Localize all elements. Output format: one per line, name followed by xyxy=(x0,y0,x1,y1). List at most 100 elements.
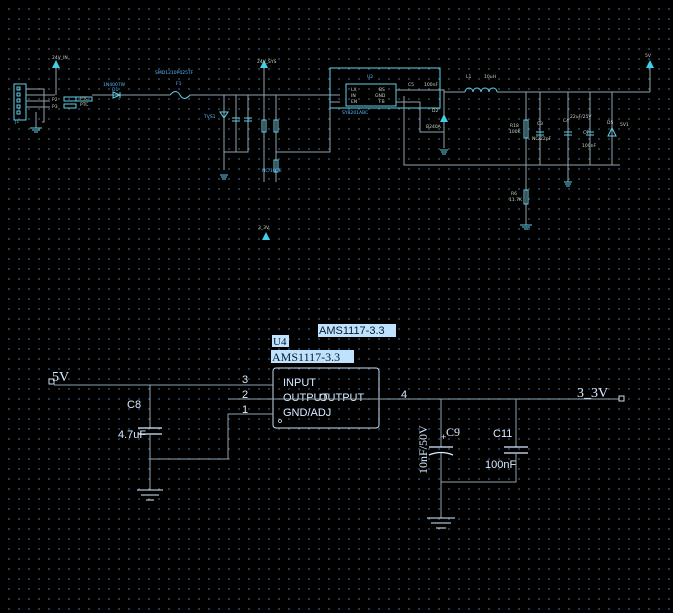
r6-ground xyxy=(520,224,532,230)
u2-pin-fb: FB xyxy=(379,99,385,105)
cap-b[interactable] xyxy=(244,117,252,122)
nc-label: NC/100K xyxy=(262,168,283,174)
power-flag-24v-in xyxy=(52,60,60,68)
u4-pin-output-overlap: OUTPUT xyxy=(319,392,365,404)
d5-zener[interactable] xyxy=(607,126,617,137)
u2-frame xyxy=(329,67,441,109)
j1-pin-1 xyxy=(16,86,21,91)
j1-pin-4 xyxy=(16,104,21,109)
wire-cap-b xyxy=(236,95,249,153)
j1-pin-5 xyxy=(16,110,21,115)
r18-label: R18 xyxy=(510,123,519,129)
net-24v-sys-label: 24V_SYS xyxy=(257,59,277,65)
u2-label: U2 xyxy=(367,74,373,80)
f1-label: F1 xyxy=(176,81,182,87)
c5-val: 100nF xyxy=(424,82,438,88)
u2-pin-en: EN xyxy=(351,99,357,105)
r18-resistor[interactable] xyxy=(523,119,529,139)
c4-cap[interactable] xyxy=(564,131,572,136)
u2-chip[interactable] xyxy=(345,83,397,107)
d2-ground xyxy=(440,149,448,155)
ptc-p2[interactable] xyxy=(63,96,77,102)
u4-body[interactable] xyxy=(272,367,380,429)
c8-ground-icon xyxy=(137,489,163,501)
wire-u2-gnd xyxy=(403,96,620,166)
u2-pin-lx: LX xyxy=(351,87,357,93)
u4-ref-bg xyxy=(272,335,289,347)
p2-label: P2 xyxy=(52,97,58,103)
ptc-p1[interactable] xyxy=(75,96,93,102)
d2-label: D2 xyxy=(432,108,438,114)
c11-val: 100nF xyxy=(485,459,516,471)
d5-val: 5V1 xyxy=(620,122,629,128)
wire-en xyxy=(276,101,340,153)
d1-part: 1N4007W xyxy=(103,82,126,88)
r-divider-top[interactable] xyxy=(261,119,267,133)
net-5v-label-top: 5V xyxy=(645,53,652,59)
net-3v3-label-top: 3_3V xyxy=(258,225,270,231)
c8-val: 4.7uF xyxy=(118,429,146,441)
wire-cap-a xyxy=(224,95,237,153)
net-port-3v3[interactable] xyxy=(618,395,625,402)
ldo-schematic: AMS1117-3.3 U4 AMS1117-3.3 INPUT OUTPUT … xyxy=(48,324,625,529)
c7-val: 100nF xyxy=(582,143,596,149)
f1-fuse[interactable] xyxy=(169,91,191,99)
ptc-label-1: PTC xyxy=(80,96,88,102)
u4-pin-gnd: GND/ADJ xyxy=(283,407,331,419)
cap-a[interactable] xyxy=(232,117,240,122)
c8-ref: C8 xyxy=(127,399,141,411)
c11-capacitor[interactable] xyxy=(504,446,528,454)
d1-diode[interactable] xyxy=(112,91,122,99)
f1-part: SMD1210P025TF xyxy=(155,70,194,76)
pin-num-3: 3 xyxy=(242,374,248,386)
power-flag-24v-sys xyxy=(260,60,268,68)
j1-wire-1 xyxy=(26,88,45,123)
j1-label: J1 xyxy=(14,119,19,125)
r6-label: R6 xyxy=(511,191,517,197)
r-divider-mid[interactable] xyxy=(273,119,279,133)
r-divider-bot[interactable] xyxy=(273,159,279,173)
net-port-5v[interactable] xyxy=(48,378,55,385)
r6-resistor[interactable] xyxy=(523,189,529,205)
net-label-5v: 5V xyxy=(52,370,69,385)
d2-diode[interactable] xyxy=(440,114,448,122)
c11-ref: C11 xyxy=(493,428,512,440)
top-schematic: J1 P2 P3 PTC PTC 24V_IN 1N4007W D1 SMD12… xyxy=(13,53,654,240)
power-flag-3v3 xyxy=(262,232,270,240)
u4-value-bg xyxy=(271,350,354,363)
tvs-ground xyxy=(220,174,228,180)
tvs-diode[interactable] xyxy=(219,111,229,119)
c7-cap[interactable] xyxy=(586,131,594,136)
u4-pin-output: OUTPUT xyxy=(283,392,329,404)
tvs-label: TVS1 xyxy=(203,114,216,120)
pin-num-2: 2 xyxy=(242,389,248,401)
j1-ground-symbol xyxy=(30,127,42,133)
j1-connector[interactable] xyxy=(13,83,27,121)
c4-ground xyxy=(564,181,572,187)
p3-label: P3 xyxy=(52,104,58,110)
ptc-label-2: PTC xyxy=(80,102,88,108)
c3-cap[interactable] xyxy=(536,131,544,136)
r18-val: 100K xyxy=(509,129,522,135)
wire-fb xyxy=(396,101,444,133)
floating-title[interactable]: AMS1117-3.3 xyxy=(319,325,385,337)
u2-pin-gnd: GND xyxy=(375,93,386,99)
ptc-p3[interactable] xyxy=(63,103,77,109)
u4-ref[interactable]: U4 xyxy=(273,336,287,348)
c9-cap-curve[interactable] xyxy=(428,451,454,456)
u4-value[interactable]: AMS1117-3.3 xyxy=(272,350,340,364)
power-flag-5v-top xyxy=(646,60,654,68)
r6-val: 11.7K xyxy=(509,197,523,203)
l1-inductor[interactable] xyxy=(464,87,498,93)
u4-pin1-marker xyxy=(278,419,282,423)
u2-pin-bs: BS xyxy=(379,87,385,93)
pin-num-1: 1 xyxy=(242,404,248,416)
u2-part: SY8201ABC xyxy=(342,110,368,116)
c9-polarity: + xyxy=(441,432,446,442)
c9-val: 10nF/50V xyxy=(416,425,430,474)
c3-val: NC/22pF xyxy=(532,136,552,142)
wire-c11-bottom xyxy=(441,453,517,483)
l1-val: 10uH xyxy=(484,74,496,80)
wire-bs xyxy=(396,89,445,92)
